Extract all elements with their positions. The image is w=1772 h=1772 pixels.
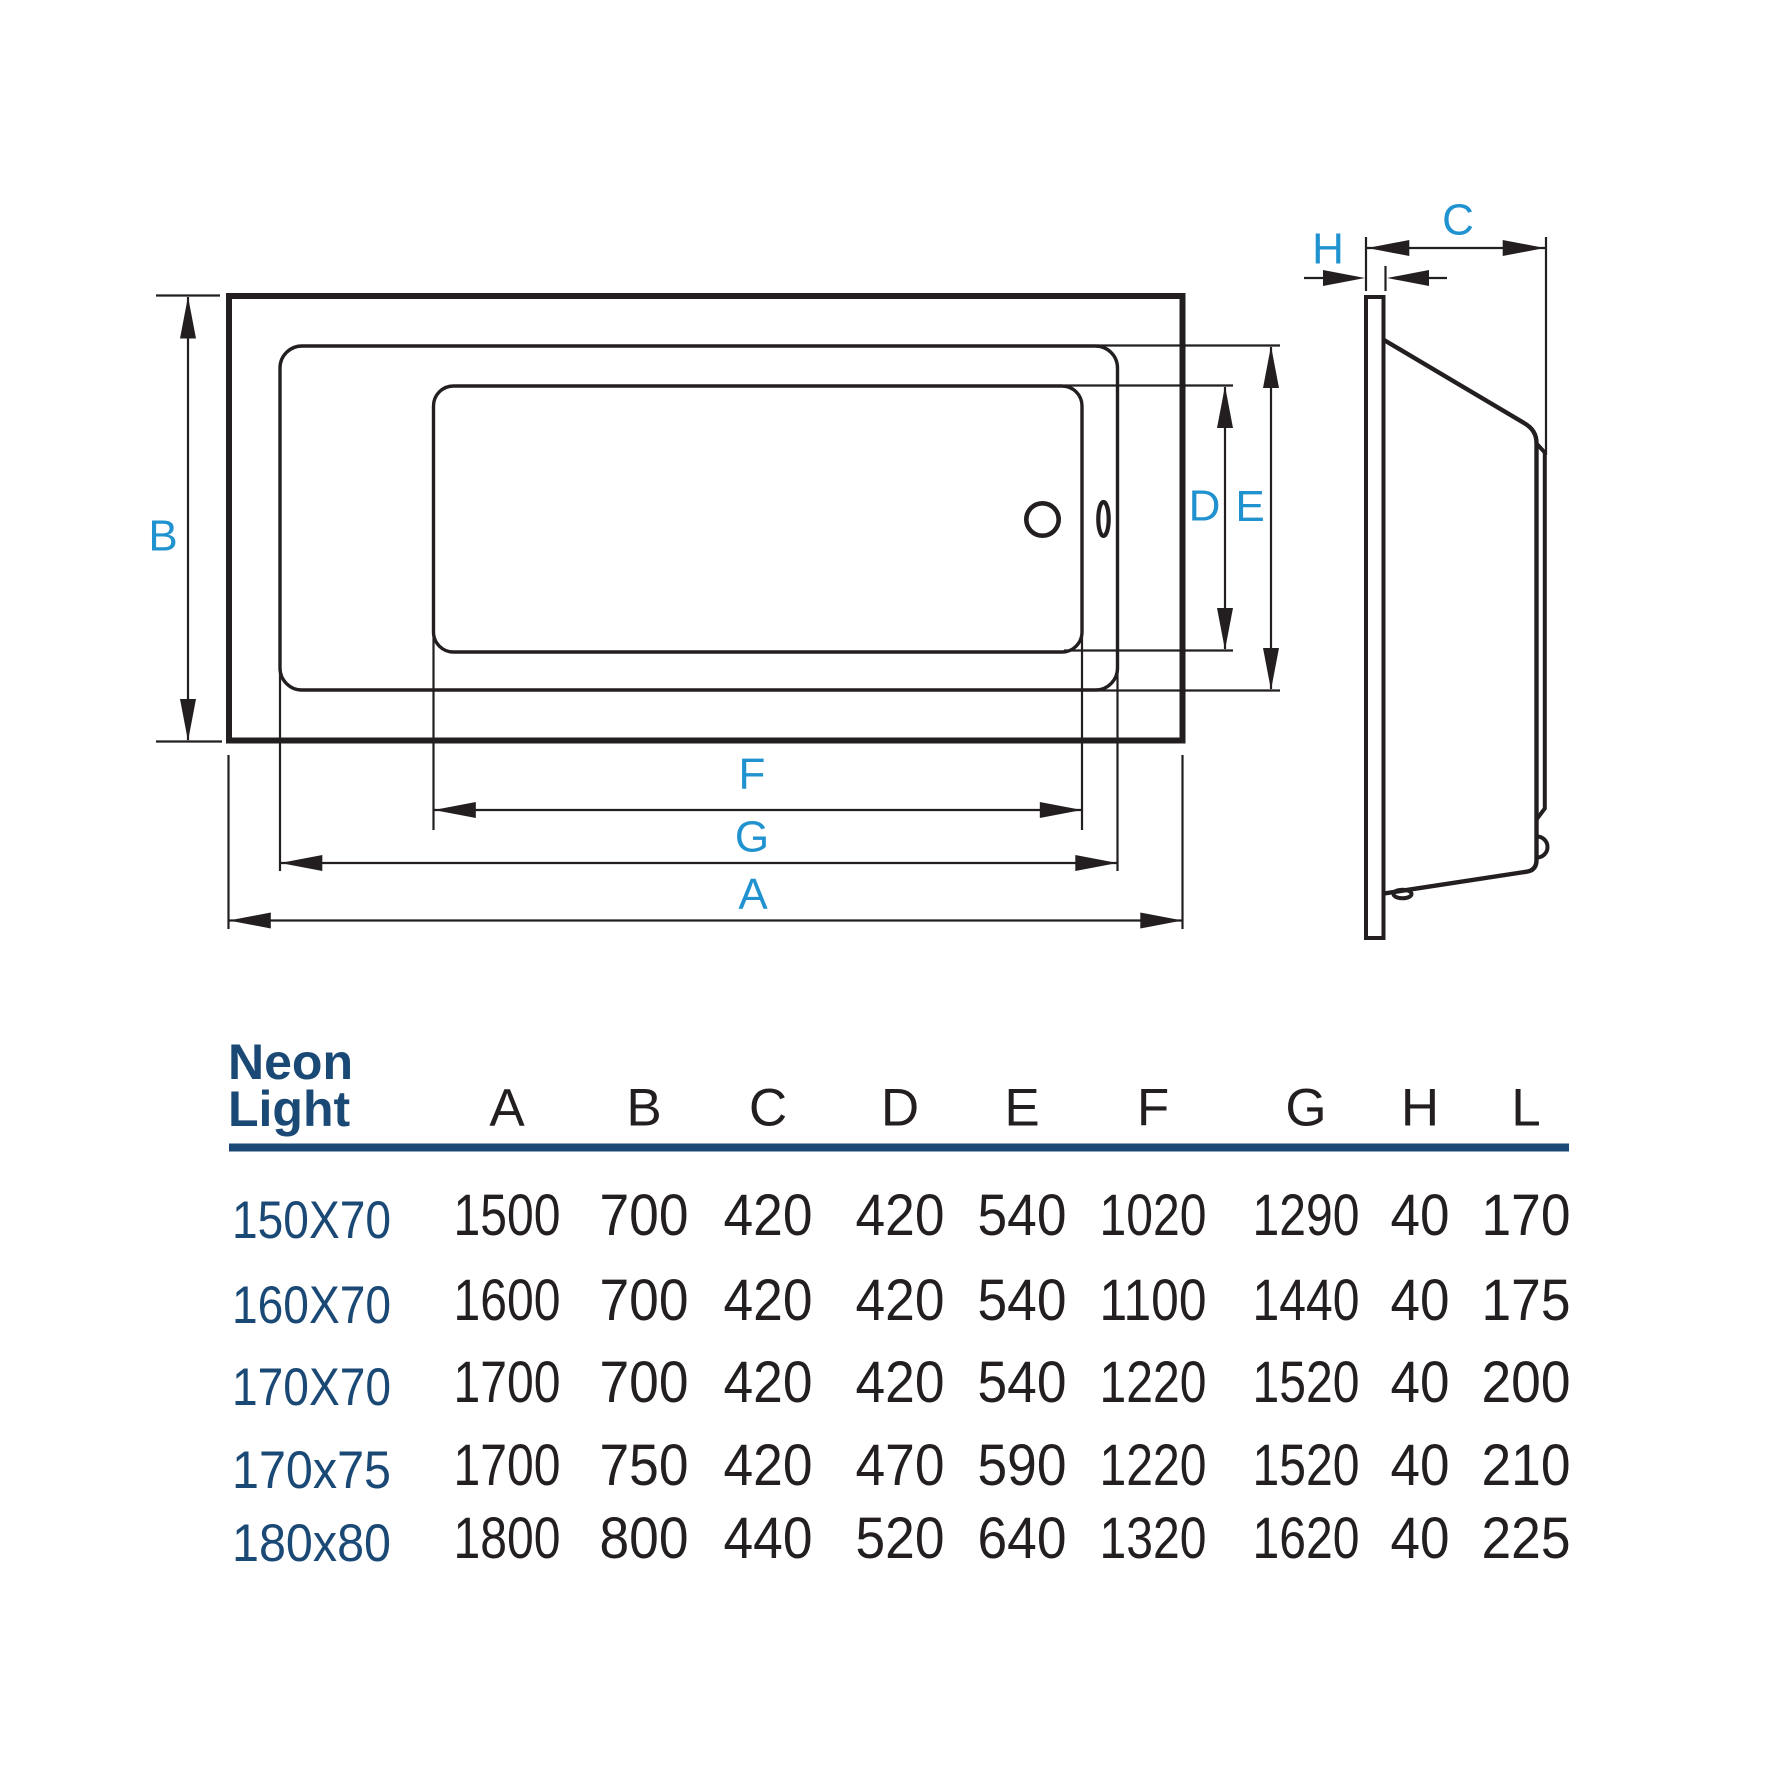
svg-text:1520: 1520 xyxy=(1253,1433,1360,1498)
svg-text:C: C xyxy=(1442,196,1474,245)
svg-text:40: 40 xyxy=(1391,1506,1450,1571)
svg-text:700: 700 xyxy=(600,1268,689,1333)
svg-text:470: 470 xyxy=(856,1433,945,1498)
svg-text:G: G xyxy=(1285,1079,1326,1138)
svg-text:1320: 1320 xyxy=(1100,1506,1207,1571)
svg-text:150X70: 150X70 xyxy=(232,1191,391,1250)
svg-text:1440: 1440 xyxy=(1253,1268,1360,1333)
svg-text:520: 520 xyxy=(856,1506,945,1571)
svg-text:Light: Light xyxy=(228,1081,351,1137)
svg-text:1600: 1600 xyxy=(454,1268,561,1333)
svg-text:1500: 1500 xyxy=(454,1183,561,1248)
svg-text:750: 750 xyxy=(600,1433,689,1498)
svg-text:1220: 1220 xyxy=(1100,1433,1207,1498)
svg-text:E: E xyxy=(1235,482,1264,531)
svg-text:590: 590 xyxy=(978,1433,1067,1498)
svg-text:D: D xyxy=(881,1079,919,1138)
svg-text:540: 540 xyxy=(978,1268,1067,1333)
svg-text:170x75: 170x75 xyxy=(232,1441,391,1500)
svg-text:540: 540 xyxy=(978,1183,1067,1248)
svg-text:B: B xyxy=(148,512,177,561)
svg-text:640: 640 xyxy=(978,1506,1067,1571)
svg-text:40: 40 xyxy=(1391,1183,1450,1248)
svg-text:40: 40 xyxy=(1391,1268,1450,1333)
svg-text:540: 540 xyxy=(978,1350,1067,1415)
svg-text:1100: 1100 xyxy=(1100,1268,1207,1333)
svg-text:160X70: 160X70 xyxy=(232,1276,391,1335)
svg-text:800: 800 xyxy=(600,1506,689,1571)
svg-text:1700: 1700 xyxy=(454,1433,561,1498)
svg-text:225: 225 xyxy=(1482,1506,1571,1571)
svg-text:D: D xyxy=(1189,482,1221,531)
svg-text:1020: 1020 xyxy=(1100,1183,1207,1248)
svg-text:200: 200 xyxy=(1482,1350,1571,1415)
svg-text:210: 210 xyxy=(1482,1433,1571,1498)
svg-text:G: G xyxy=(735,813,769,862)
svg-text:700: 700 xyxy=(600,1183,689,1248)
svg-text:420: 420 xyxy=(724,1433,813,1498)
svg-text:440: 440 xyxy=(724,1506,813,1571)
svg-text:40: 40 xyxy=(1391,1433,1450,1498)
svg-text:170: 170 xyxy=(1482,1183,1571,1248)
svg-text:1220: 1220 xyxy=(1100,1350,1207,1415)
svg-text:B: B xyxy=(626,1079,661,1138)
svg-text:1700: 1700 xyxy=(454,1350,561,1415)
svg-text:F: F xyxy=(739,750,766,799)
svg-text:40: 40 xyxy=(1391,1350,1450,1415)
svg-text:A: A xyxy=(489,1079,525,1138)
svg-text:420: 420 xyxy=(724,1268,813,1333)
svg-text:F: F xyxy=(1137,1079,1169,1138)
svg-text:420: 420 xyxy=(856,1350,945,1415)
svg-text:E: E xyxy=(1004,1079,1039,1138)
svg-text:C: C xyxy=(749,1079,787,1138)
svg-text:L: L xyxy=(1511,1079,1540,1138)
svg-text:Neon: Neon xyxy=(228,1034,353,1090)
svg-text:420: 420 xyxy=(856,1268,945,1333)
svg-text:700: 700 xyxy=(600,1350,689,1415)
svg-text:420: 420 xyxy=(856,1183,945,1248)
svg-text:1800: 1800 xyxy=(454,1506,561,1571)
svg-text:H: H xyxy=(1312,225,1344,274)
svg-text:1620: 1620 xyxy=(1253,1506,1360,1571)
svg-text:H: H xyxy=(1401,1079,1439,1138)
svg-text:1290: 1290 xyxy=(1253,1183,1360,1248)
svg-text:180x80: 180x80 xyxy=(232,1514,391,1573)
svg-text:420: 420 xyxy=(724,1183,813,1248)
svg-text:420: 420 xyxy=(724,1350,813,1415)
svg-text:170X70: 170X70 xyxy=(232,1358,391,1417)
svg-text:175: 175 xyxy=(1482,1268,1571,1333)
svg-text:A: A xyxy=(738,870,768,919)
svg-text:1520: 1520 xyxy=(1253,1350,1360,1415)
